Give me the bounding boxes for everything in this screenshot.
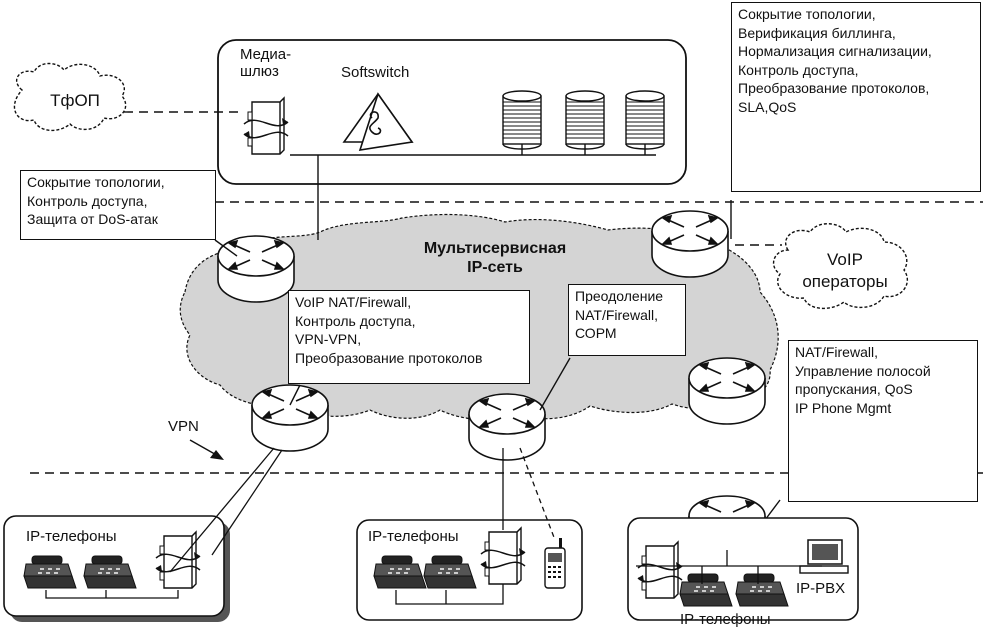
callout-session-border-controller: Сокрытие топологии, Верификация биллинга… <box>731 2 981 192</box>
callout-line: Контроль доступа, <box>295 312 416 329</box>
router-icon <box>251 384 329 452</box>
network-title-line2: IP-сеть <box>467 259 523 276</box>
ip-pbx-label: IP-PBX <box>796 580 846 597</box>
callout-line: Преодоление <box>575 288 664 304</box>
server-stack-icon <box>502 90 542 150</box>
router-icon <box>651 210 729 278</box>
pc-icon <box>799 539 849 574</box>
media-gateway-label: Медиа- шлюз <box>240 46 292 80</box>
callout-line: VoIP NAT/Firewall, <box>295 294 412 310</box>
callout-line: СОРМ <box>575 325 617 341</box>
vpn-label: VPN <box>168 418 199 435</box>
site-middle-label: IP-телефоны <box>368 528 459 545</box>
server-stack-icon <box>625 90 665 150</box>
pstn-cloud <box>13 62 127 131</box>
callout-line: Нормализация сигнализации, <box>738 43 932 59</box>
pstn-label: ТфОП <box>50 91 100 110</box>
voip-operators-label-2: операторы <box>802 272 888 291</box>
mobile-phone-icon <box>544 538 566 589</box>
voip-operators-cloud <box>772 223 909 309</box>
network-title-line1: Мультисервисная <box>423 240 567 257</box>
router-icon <box>688 357 766 425</box>
server-stack-icon <box>565 90 605 150</box>
softswitch-icon <box>342 92 414 151</box>
site-left-label: IP-телефоны <box>26 528 117 545</box>
callout-edge-security: Сокрытие топологии, Контроль доступа, За… <box>20 170 216 240</box>
callout-line: Верификация биллинга, <box>738 24 896 41</box>
router-icon <box>217 235 295 303</box>
callout-vpn-gateway: VoIP NAT/Firewall, Контроль доступа, VPN… <box>288 290 530 384</box>
callout-line: Управление полосой <box>795 362 931 379</box>
callout-line: IP Phone Mgmt <box>795 399 892 416</box>
router-icon <box>468 393 546 461</box>
callout-enterprise-edge: NAT/Firewall, Управление полосой пропуск… <box>788 340 978 502</box>
callout-line: NAT/Firewall, <box>795 344 878 360</box>
callout-line: Сокрытие топологии, <box>738 6 876 22</box>
site-right-label: IP-телефоны <box>680 611 771 628</box>
callout-line: VPN-VPN, <box>295 331 362 347</box>
callout-line: пропускания, QoS <box>795 381 913 397</box>
voip-operators-label-1: VoIP <box>827 250 863 269</box>
softswitch-label: Softswitch <box>341 64 410 81</box>
callout-line: Сокрытие топологии, <box>27 174 165 190</box>
callout-line: SLA,QoS <box>738 98 797 115</box>
callout-line: Контроль доступа, <box>27 192 148 209</box>
callout-nat-traversal: Преодоление NAT/Firewall, СОРМ <box>568 284 686 356</box>
callout-line: Защита от DoS-атак <box>27 211 158 227</box>
callout-line: NAT/Firewall, <box>575 306 658 323</box>
callout-line: Преобразование протоколов <box>295 349 483 366</box>
callout-line: Преобразование протоколов, <box>738 80 930 96</box>
callout-line: Контроль доступа, <box>738 61 859 78</box>
